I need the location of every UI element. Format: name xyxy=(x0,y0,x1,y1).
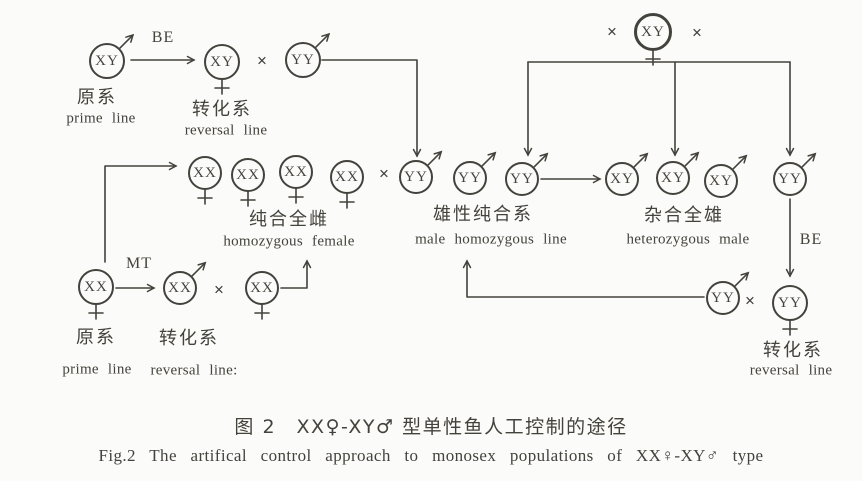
line-label-cn-13: 转化系 xyxy=(159,328,219,349)
male-symbol-icon xyxy=(734,271,750,287)
genotype-node-bl-reversal-xx: XX xyxy=(163,271,197,305)
genotype-node-br-yy-female: YY xyxy=(772,285,808,321)
line-label-cn-1: 原系 xyxy=(77,87,117,108)
line-label-en-10: heterozygous male xyxy=(626,231,750,248)
genotype-node-br-yy-male: YY xyxy=(706,281,740,315)
cross-mark-2: × xyxy=(606,21,618,42)
treatment-label-be: BE xyxy=(151,29,175,46)
genotype-node-reversal-xy: XY xyxy=(204,44,240,80)
treatment-label-be: BE xyxy=(799,231,823,248)
male-symbol-icon xyxy=(119,33,135,49)
genotype-node-bl-prime-xx: XX xyxy=(78,269,114,305)
cross-mark-4: × xyxy=(378,163,390,184)
line-label-en-12: prime line xyxy=(62,361,132,378)
cross-mark-1: × xyxy=(256,50,268,71)
connector-tl-cross-to-yy xyxy=(321,59,422,158)
genotype-node-tl-yy: YY xyxy=(285,42,321,78)
genotype-node-xx-female-1: XX xyxy=(188,156,222,190)
genotype-node-xy-male-3: XY xyxy=(704,164,738,198)
male-symbol-icon xyxy=(427,150,443,166)
genotype-node-yy-male-1: YY xyxy=(399,160,433,194)
female-symbol-icon xyxy=(288,188,304,204)
male-symbol-icon xyxy=(732,154,748,170)
genotype-node-prime-xy: XY xyxy=(89,43,125,79)
genotype-node-yy-male-2: YY xyxy=(453,161,487,195)
line-label-en-16: reversal line xyxy=(749,362,833,379)
connector-bl-xx-to-group xyxy=(280,259,312,289)
figure-caption-cn: 图 2 XX♀-XY♂ 型单性鱼人工控制的途径 xyxy=(234,416,628,438)
female-symbol-icon xyxy=(88,304,104,320)
line-label-cn-15: 转化系 xyxy=(763,340,823,361)
line-label-cn-3: 转化系 xyxy=(192,99,252,120)
line-label-en-14: reversal line: xyxy=(150,362,238,379)
male-symbol-icon xyxy=(633,152,649,168)
genotype-node-yy-male-3: YY xyxy=(505,162,539,196)
female-symbol-icon xyxy=(197,189,213,205)
genotype-node-xy-male-2: XY xyxy=(656,161,690,195)
female-symbol-icon xyxy=(782,320,798,336)
line-label-en-2: prime line xyxy=(66,110,136,127)
male-symbol-icon xyxy=(533,152,549,168)
cross-mark-3: × xyxy=(691,22,703,43)
female-symbol-icon xyxy=(254,304,270,320)
genotype-node-tr-xy: XY xyxy=(634,13,672,51)
genotype-node-xy-male-1: XY xyxy=(605,162,639,196)
line-label-cn-9: 杂合全雄 xyxy=(644,205,724,226)
male-symbol-icon xyxy=(684,151,700,167)
line-label-en-8: male homozygous line xyxy=(415,231,567,248)
line-label-en-4: reversal line xyxy=(184,122,268,139)
connector-bl-up-to-xx-group xyxy=(104,161,178,263)
cross-mark-5: × xyxy=(213,279,225,300)
genotype-node-bl-xx-female: XX xyxy=(245,271,279,305)
line-label-cn-11: 原系 xyxy=(76,327,116,348)
connector-br-yy-to-group xyxy=(462,259,705,298)
line-label-cn-5: 纯合全雌 xyxy=(249,209,329,230)
female-symbol-icon xyxy=(240,191,256,207)
line-label-en-6: homozygous female xyxy=(223,233,355,250)
treatment-label-mt: MT xyxy=(126,255,152,272)
figure-caption-en: Fig.2 The artifical control approach to … xyxy=(98,446,764,465)
genotype-node-xx-female-4: XX xyxy=(330,160,364,194)
genotype-node-yy-male-4: YY xyxy=(773,162,807,196)
male-symbol-icon xyxy=(481,151,497,167)
female-symbol-icon xyxy=(645,50,661,66)
female-symbol-icon xyxy=(214,79,230,95)
cross-mark-6: × xyxy=(744,290,756,311)
male-symbol-icon xyxy=(801,152,817,168)
female-symbol-icon xyxy=(339,193,355,209)
male-symbol-icon xyxy=(315,32,331,48)
genotype-node-xx-female-2: XX xyxy=(231,158,265,192)
line-label-cn-7: 雄性纯合系 xyxy=(433,204,533,225)
male-symbol-icon xyxy=(191,261,207,277)
genotype-node-xx-female-3: XX xyxy=(279,155,313,189)
